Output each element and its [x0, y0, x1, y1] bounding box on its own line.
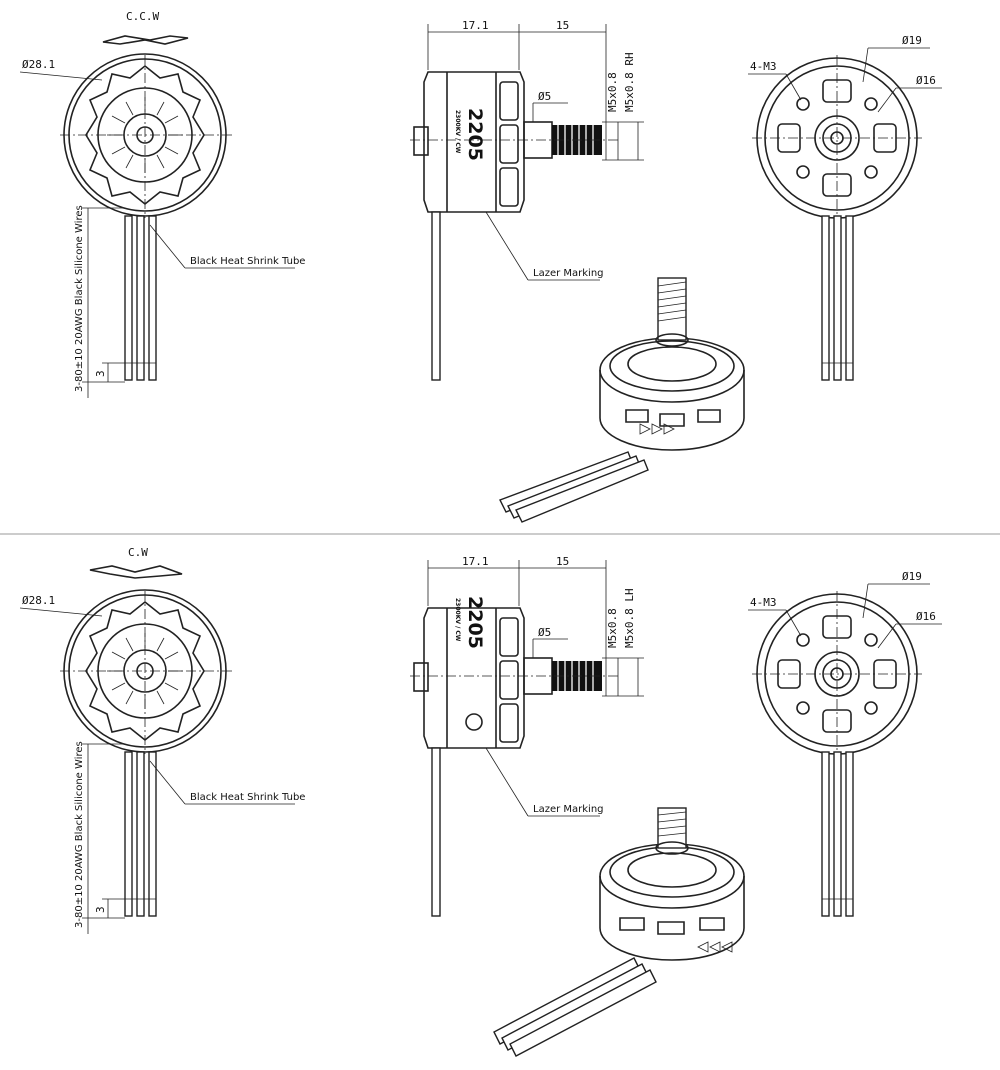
body-width-label: 17.1	[462, 555, 489, 568]
model-number: 2205	[464, 596, 486, 649]
mount-holes-label: 4-M3	[750, 596, 777, 609]
strip-length-label: 3	[94, 370, 107, 377]
rotation-label: C.W	[128, 546, 148, 559]
thread-spec-label: M5x0.8	[606, 72, 619, 112]
rear-view: 4-M3 Ø19 Ø16	[748, 34, 942, 381]
marking-label: Lazer Marking	[533, 804, 604, 815]
front-view: C.C.W Ø28.1 Black Heat Shrink Tube 3-80±…	[19, 10, 305, 398]
shaft-diameter-label: Ø5	[538, 626, 551, 639]
side-view: 17.1 15 Ø5 M5x0.8 M5x0.	[410, 19, 644, 381]
shrink-tube-label: Black Heat Shrink Tube	[190, 256, 305, 267]
shaft-length-label: 15	[556, 555, 569, 568]
body-width-label: 17.1	[462, 19, 489, 32]
rear-view: 4-M3 Ø19 Ø16	[748, 570, 942, 917]
outer-diameter-label: Ø28.1	[22, 58, 55, 71]
section-cw: C.W Ø28.1 Black Heat Shrink Tube 3-80±10…	[19, 546, 942, 1057]
side-view: 17.1 15 Ø5 M5x0.8 M5x0.	[410, 555, 644, 917]
strip-length-label: 3	[94, 906, 107, 913]
section-ccw: C.C.W Ø28.1 Black Heat Shrink Tube 3-80±…	[19, 10, 942, 523]
marking-label: Lazer Marking	[533, 268, 604, 279]
mount-circle-19-label: Ø19	[902, 34, 922, 47]
mount-holes-label: 4-M3	[750, 60, 777, 73]
model-number: 2205	[464, 108, 486, 161]
shrink-tube-label: Black Heat Shrink Tube	[190, 792, 305, 803]
shaft-length-label: 15	[556, 19, 569, 32]
mount-circle-19-label: Ø19	[902, 570, 922, 583]
mount-circle-16-label: Ø16	[916, 610, 936, 623]
outer-diameter-label: Ø28.1	[22, 594, 55, 607]
front-view: C.W Ø28.1 Black Heat Shrink Tube 3-80±10…	[19, 546, 305, 934]
rotation-label: C.C.W	[126, 10, 159, 23]
wire-spec-label: 3-80±10 20AWG Black Silicone Wires	[74, 205, 85, 392]
isometric-view	[493, 807, 745, 1057]
kv-direction-text: 2300KV / CW	[454, 598, 461, 642]
kv-direction-text: 2300KV / CW	[454, 110, 461, 154]
thread-spec-label: M5x0.8	[606, 608, 619, 648]
thread-direction-label: M5x0.8 LH	[623, 588, 636, 648]
shaft-diameter-label: Ø5	[538, 90, 551, 103]
mount-circle-16-label: Ø16	[916, 74, 936, 87]
wire-spec-label: 3-80±10 20AWG Black Silicone Wires	[74, 741, 85, 928]
isometric-view	[499, 277, 745, 523]
thread-direction-label: M5x0.8 RH	[623, 52, 636, 112]
